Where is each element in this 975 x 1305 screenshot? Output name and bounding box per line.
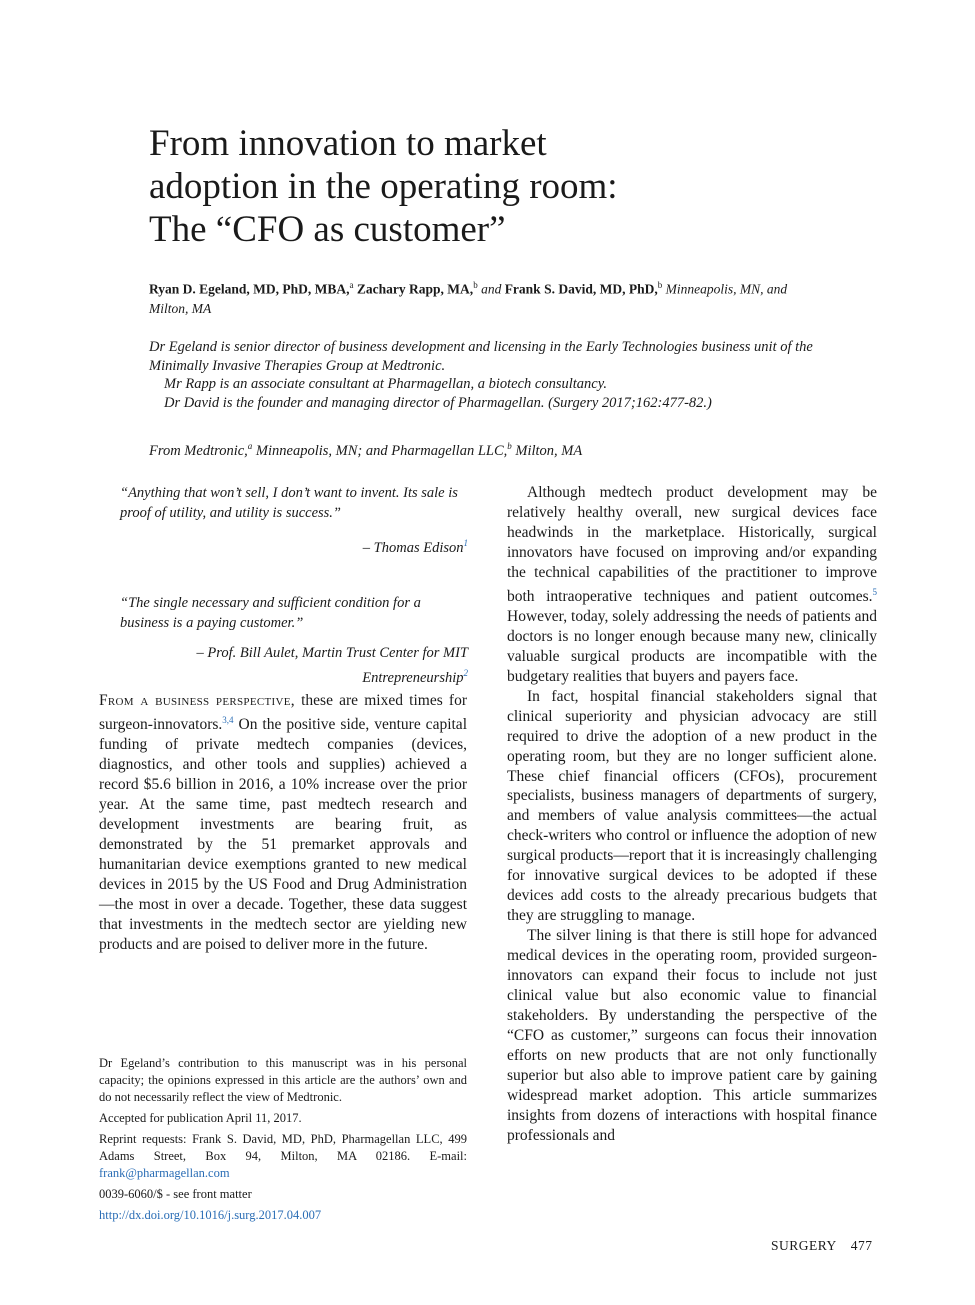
body-text: these are mixed times for surgeon-innova… xyxy=(99,692,467,734)
affiliation-text: From Medtronic, xyxy=(149,442,248,459)
bio-egeland: Dr Egeland is senior director of busines… xyxy=(149,339,813,374)
reprint-text: Reprint requests: Frank S. David, MD, Ph… xyxy=(99,1132,467,1163)
epigraph-attribution: – Prof. Bill Aulet, Martin Trust Center … xyxy=(120,643,469,688)
title-line: adoption in the operating room: xyxy=(149,166,618,207)
bio-rapp: Mr Rapp is an associate consultant at Ph… xyxy=(164,376,608,392)
affiliation-mark: b xyxy=(507,441,512,451)
footnote-issn: 0039-6060/$ - see front matter xyxy=(99,1187,252,1201)
footnote-reprint: Reprint requests: Frank S. David, MD, Ph… xyxy=(99,1131,467,1182)
epigraph-edison: “Anything that won’t sell, I don’t want … xyxy=(120,483,468,558)
doi-link[interactable]: http://dx.doi.org/10.1016/j.surg.2017.04… xyxy=(99,1208,322,1222)
author-list: Ryan D. Egeland, MD, PhD, MBA,a Zachary … xyxy=(149,276,829,318)
author-affil-mark: b xyxy=(657,280,663,290)
footnotes: Dr Egeland’s contribution to this manusc… xyxy=(99,1055,467,1228)
attribution-text: – Thomas Edison xyxy=(362,539,464,556)
body-text: On the positive side, venture capital fu… xyxy=(99,716,467,953)
author-affil-mark: a xyxy=(349,280,354,290)
author-name: Ryan D. Egeland, MD, PhD, MBA, xyxy=(149,281,350,297)
lead-in: From a business perspective, xyxy=(99,692,295,709)
reference-link[interactable]: 2 xyxy=(463,668,469,678)
footnote-doi: http://dx.doi.org/10.1016/j.surg.2017.04… xyxy=(99,1207,467,1224)
body-paragraph: Although medtech product development may… xyxy=(507,483,877,687)
article-title: From innovation to market adoption in th… xyxy=(149,122,869,251)
author-name: Frank S. David, MD, PhD, xyxy=(504,281,658,297)
body-paragraph: The silver lining is that there is still… xyxy=(507,927,877,1144)
affiliation-mark: a xyxy=(247,441,253,451)
body-text: Although medtech product development may… xyxy=(507,484,877,605)
epigraph-quote: “The single necessary and sufficient con… xyxy=(120,595,421,631)
journal-name: SURGERY xyxy=(771,1238,837,1253)
email-link[interactable]: frank@pharmagellan.com xyxy=(99,1166,230,1180)
right-body-column: Although medtech product development may… xyxy=(507,483,877,1146)
footnote-disclaimer: Dr Egeland’s contribution to this manusc… xyxy=(99,1056,467,1104)
left-body-column: From a business perspective, these are m… xyxy=(99,691,467,955)
title-line: From innovation to market xyxy=(149,123,547,164)
page-number: 477 xyxy=(850,1238,873,1253)
reference-link[interactable]: 3,4 xyxy=(222,714,234,725)
author-bios: Dr Egeland is senior director of busines… xyxy=(149,338,829,412)
body-paragraph: In fact, hospital financial stakeholders… xyxy=(507,687,877,925)
affiliation-text: Milton, MA xyxy=(511,442,583,459)
attribution-text: – Prof. Bill Aulet, Martin Trust Center … xyxy=(196,645,469,686)
affiliation-text: Minneapolis, MN; and Pharmagellan LLC, xyxy=(252,442,508,459)
reference-link[interactable]: 1 xyxy=(463,538,469,548)
epigraph-aulet: “The single necessary and sufficient con… xyxy=(120,593,468,688)
author-affil-mark: b xyxy=(473,280,478,290)
epigraph-attribution: – Thomas Edison1 xyxy=(120,533,468,558)
body-text: However, today, solely addressing the ne… xyxy=(507,607,877,685)
author-location: Minneapolis, MN, and Milton, MA xyxy=(149,281,788,316)
footnote-accepted: Accepted for publication April 11, 2017. xyxy=(99,1111,302,1125)
running-footer: SURGERY 477 xyxy=(771,1238,873,1254)
author-conjunction: and xyxy=(481,281,502,297)
bio-david: Dr David is the founder and managing dir… xyxy=(164,394,712,411)
author-name: Zachary Rapp, MA, xyxy=(356,281,474,297)
title-line: The “CFO as customer” xyxy=(149,209,506,250)
affiliation-line: From Medtronic,a Minneapolis, MN; and Ph… xyxy=(149,437,829,461)
reference-link[interactable]: 5 xyxy=(872,586,878,597)
body-paragraph: From a business perspective, these are m… xyxy=(99,691,467,955)
epigraph-quote: “Anything that won’t sell, I don’t want … xyxy=(120,485,458,521)
